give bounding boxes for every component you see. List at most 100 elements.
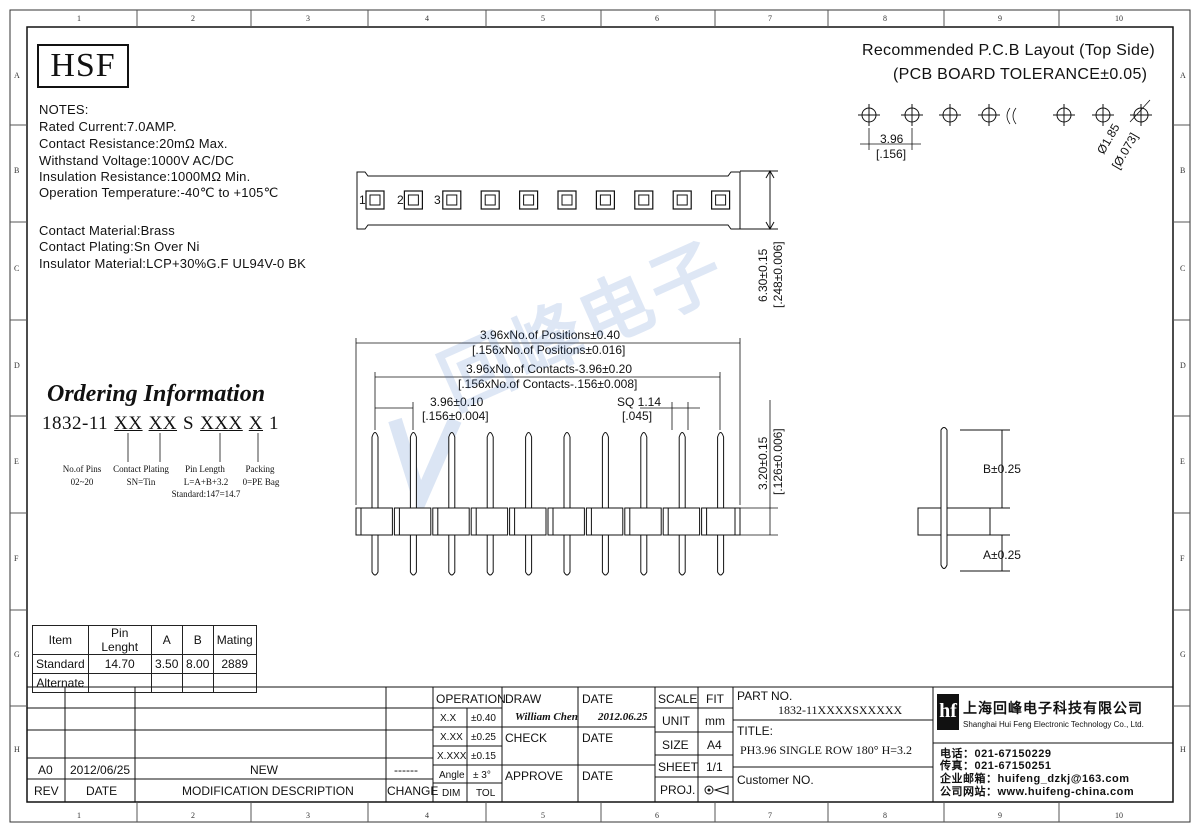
grid-row-label: A [1180,71,1186,80]
housing-segment [357,507,393,536]
grid-row-label: F [14,554,19,563]
grid-row-label: C [1180,264,1186,273]
size-value: A4 [707,738,722,752]
table-row: Alternate [32,673,257,693]
drawing-title: PH3.96 SINGLE ROW 180° H=3.2 [740,743,913,757]
grid-row-label: E [1180,457,1185,466]
contact-square-inner [561,194,573,206]
contact-pin [640,432,648,576]
table-header: Pin Lenght [87,625,152,655]
grid-col-label: 6 [655,14,659,23]
company-email: 企业邮箱：huifeng_dzkj@163.com [940,773,1130,785]
housing-segment [549,507,585,536]
legend-plating: Contact Plating [113,464,169,474]
sheet-value: 1/1 [706,760,723,774]
projection-label: PROJ. [660,783,696,797]
grid-col-label: 8 [883,14,887,23]
tol-dim: DIM [442,788,461,799]
table-cell: Standard [32,654,89,674]
contact-pin [678,432,686,576]
insulator-height-dim-inch: [.126±0.006] [771,428,785,495]
table-header: Item [32,625,89,655]
grid-col-label: 2 [191,14,195,23]
housing-segment [587,507,624,536]
housing-segment [626,507,662,536]
contact-pin [486,432,494,576]
housing-segment [664,507,701,536]
contact-square [480,190,500,210]
front-view-pins [355,432,741,576]
tol-dim: X.XXX [437,751,467,762]
revision-header-change: CHANGE [387,784,439,798]
tol-dim: Angle [439,770,465,781]
notes-heading: NOTES: [39,102,89,117]
grid-row-label: B [1180,166,1186,175]
unit-label: UNIT [662,714,690,728]
tol-value: ±0.40 [471,713,496,724]
note-line: Insulation Resistance:1000MΩ Min. [39,169,251,184]
drawer-signature: William Chen [515,711,578,723]
note-line: Operation Temperature:-40℃ to +105℃ [39,185,279,200]
housing-notch [662,507,669,536]
company-web: 公司网站：www.huifeng-china.com [940,786,1135,798]
contact-pin [601,432,609,576]
revision-header-description: MODIFICATION DESCRIPTION [182,784,354,798]
contact-square [442,190,462,210]
table-cell [181,673,214,693]
scale-label: SCALE [658,692,698,706]
grid-row-label: H [14,745,20,754]
housing-notch [470,507,477,536]
square-pin-dim-inch: [.045] [622,409,653,423]
housing-notch [509,507,516,536]
grid-col-label: 3 [306,14,310,23]
contact-square-inner [369,194,381,206]
watermark-logo [388,417,462,520]
contact-square-inner [599,194,611,206]
contact-square-inner [446,194,458,206]
contact-pin [563,432,571,576]
ordering-part-s: S [183,413,195,434]
grid-row-label: E [14,457,19,466]
housing-notch [585,507,592,536]
contact-square [595,190,616,210]
contacts-span-dim-inch: [.156xNo.of Contacts-.156±0.008] [458,377,638,391]
grid-col-label: 8 [883,811,887,820]
grid-col-label: 7 [768,14,772,23]
contact-square-inner [523,194,535,206]
scale-value: FIT [706,692,724,706]
top-view-housing [356,169,778,231]
pcb-layout-title: Recommended P.C.B Layout (Top Side) [862,42,1156,59]
overall-length-dim-inch: [.156xNo.of Positions±0.016] [472,343,626,357]
grid-col-label: 5 [541,14,545,23]
company-logo-icon: hf [937,694,959,730]
grid-col-label: 4 [425,14,429,23]
check-date-label: DATE [582,731,614,745]
tol-dim: X.X [440,713,457,724]
front-view-dimensions [355,338,778,536]
grid-col-label: 6 [655,811,659,820]
legend-length: Pin Length [185,464,225,474]
table-cell: 14.70 [87,654,152,674]
housing-segment [703,507,739,536]
unit-value: mm [705,714,725,728]
contact-square-inner [407,194,419,206]
contact-square [710,190,731,210]
legend-pins: No.of Pins [62,464,102,474]
revision-description: NEW [250,763,278,777]
table-row: Item Pin Lenght A B Mating [32,625,257,655]
side-b-dim: B±0.25 [983,462,1021,476]
grid-col-label: 4 [425,811,429,820]
grid-col-label: 1 [77,14,81,23]
pin-number-2: 2 [397,193,404,207]
ordering-part-pins: XX [114,413,143,434]
table-row: Standard 14.70 3.50 8.00 2889 [32,654,257,674]
contact-pin [525,432,533,576]
contacts-span-dim: 3.96xNo.of Contacts-3.96±0.20 [466,362,633,376]
legend-pins-range: 02~20 [70,477,94,487]
check-label: CHECK [505,731,548,745]
ordering-part-packing: X [248,413,264,434]
contact-pin [448,432,456,576]
overall-length-dim: 3.96xNo.of Positions±0.40 [480,328,621,342]
